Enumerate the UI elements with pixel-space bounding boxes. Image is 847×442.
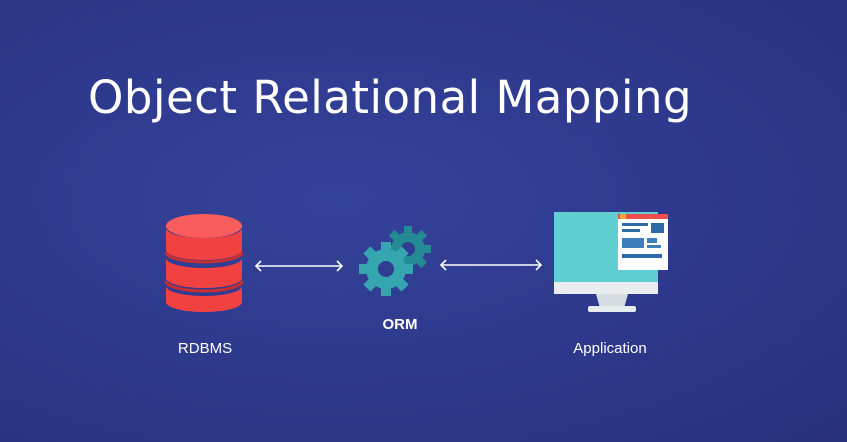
orm-label: ORM <box>382 316 418 333</box>
database-icon <box>160 204 248 321</box>
double-arrow-icon <box>253 259 345 278</box>
gears-icon <box>357 225 433 302</box>
monitor-icon <box>552 208 672 321</box>
double-arrow-icon <box>438 258 544 277</box>
slide-title: Object Relational Mapping <box>88 71 693 124</box>
rdbms-label: RDBMS <box>177 340 233 357</box>
application-label: Application <box>573 340 647 357</box>
